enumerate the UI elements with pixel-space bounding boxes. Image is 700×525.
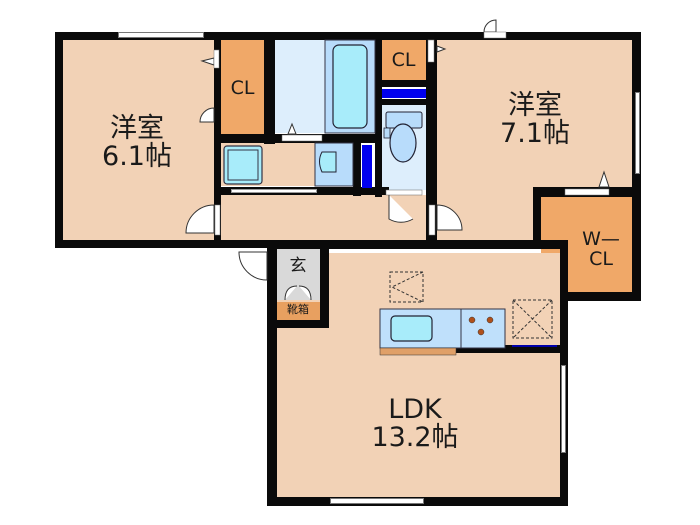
wall-toilet-top [375,99,431,105]
window-left-room-top [118,32,204,38]
wall-right-room-west [426,32,437,248]
kitchen-shelf-line [512,345,557,347]
ldk-label: LDK 13.2帖 [360,394,470,454]
walk-in-closet-label: W— CL [570,228,632,270]
walk-in-closet-line2: CL [589,247,613,270]
wall-ldk-top [267,240,567,249]
western-room-right-floor [437,40,632,187]
closet-left-label: CL [230,77,255,99]
wall-ldk-left [267,240,277,506]
closet-left [221,40,264,136]
wall-left-bottom [55,240,277,248]
western-room-right-name: 洋室 [508,90,562,121]
wall-entrance-bottom [267,320,329,328]
western-room-left-floor [63,40,215,240]
wall-closet-bath [264,32,275,144]
western-room-left-name: 洋室 [110,113,164,144]
wall-top [55,32,641,40]
storage-shelf-washroom [362,145,372,188]
wall-closet-center-bottom [375,80,431,87]
wall-kitchen-counter [455,345,567,353]
wall-walkin-west-lower [560,240,568,301]
wall-walkin-west [533,187,541,248]
shoe-cabinet-label: 靴箱 [287,303,309,316]
western-room-left-label: 洋室 6.1帖 [92,113,182,173]
entrance-floor [276,248,320,300]
wall-left [55,32,63,248]
western-room-right-size: 7.1帖 [500,118,570,150]
wall-walkin-bottom [560,292,641,301]
storage-shelf-top [382,89,426,98]
window-ldk-east [561,365,566,453]
western-room-left-size: 6.1帖 [102,141,172,173]
closet-center [381,40,426,80]
ldk-size: 13.2帖 [371,422,459,454]
walk-in-closet-line1: W— [582,228,620,250]
window-washroom [231,189,317,193]
wall-bath-east [375,32,382,197]
closet-center-label: CL [391,49,416,71]
wall-washroom-east [353,134,361,196]
western-room-right-label: 洋室 7.1帖 [490,90,580,150]
entrance-label: 玄 [289,256,307,276]
ldk-name: LDK [388,394,442,425]
shoe-cabinet [276,302,320,320]
window-right-room-east [635,92,640,174]
window-ldk-bottom [330,498,424,504]
wall-entrance-east [320,240,329,328]
